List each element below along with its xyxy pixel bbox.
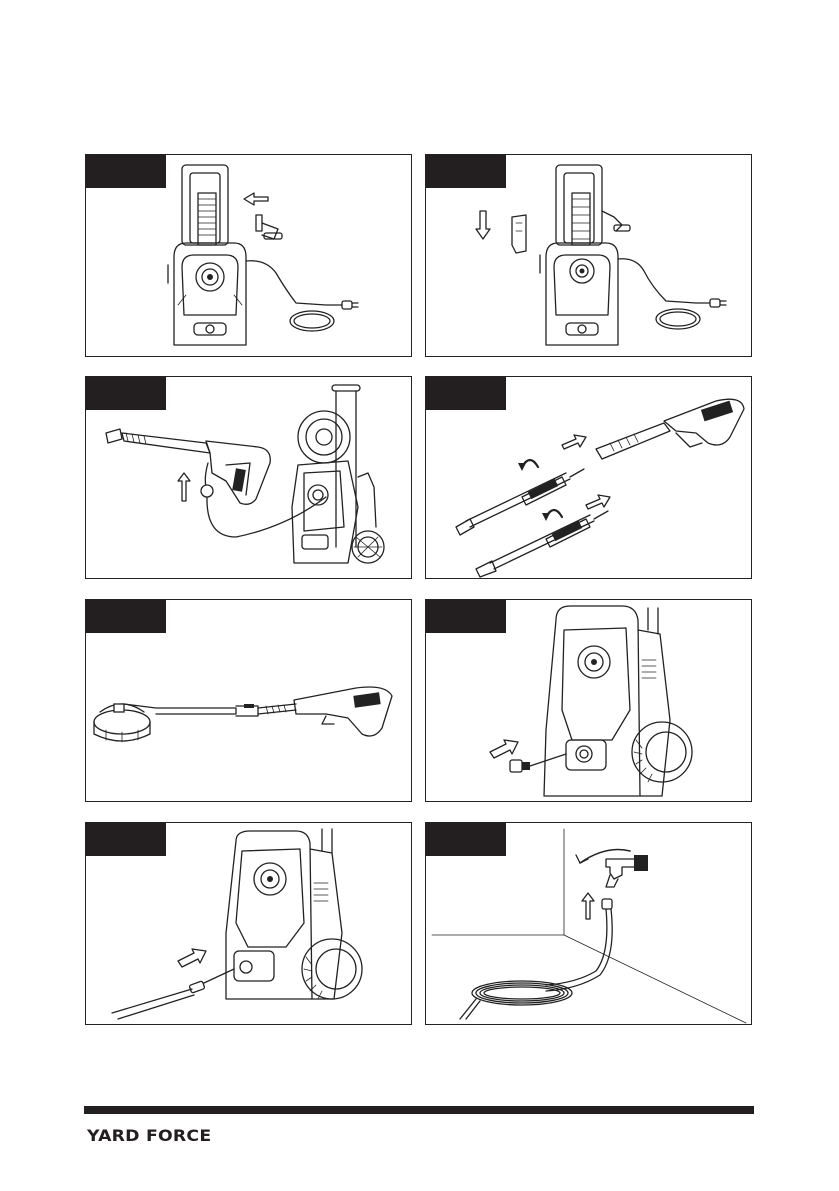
brand-logo: YARD FORCE [87,1126,211,1145]
step-panel-2 [425,154,752,357]
illustration-hose-to-tap [426,823,752,1025]
crank-handle-icon [256,215,282,239]
arrow-right-icon [178,949,206,967]
arrow-left-icon [244,193,268,205]
illustration-garden-hose-to-inlet [86,823,412,1025]
illustration-spray-gun-connect [86,377,412,579]
step-panel-7 [85,822,412,1025]
illustration-lance-attach [426,377,752,579]
arrow-up-icon [582,893,594,919]
illustration-patio-cleaner [86,600,412,802]
arrow-right-icon [490,740,518,758]
step-panel-5 [85,599,412,802]
step-panel-4 [425,376,752,579]
step-panel-3 [85,376,412,579]
tap-icon [606,855,648,887]
rotate-arrow-icon [576,850,630,864]
holder-bracket-icon [512,215,526,253]
step-panel-6 [425,599,752,802]
illustration-unit-with-holder [426,155,752,357]
illustration-unit-with-reel [86,155,412,357]
illustration-water-inlet-connector [426,600,752,802]
arrow-down-icon [476,211,490,239]
arrow-up-icon [178,473,190,501]
footer-bar [84,1106,754,1114]
step-panel-1 [85,154,412,357]
step-panel-8 [425,822,752,1025]
water-connector-icon [510,754,566,772]
power-plug-icon [342,301,358,309]
